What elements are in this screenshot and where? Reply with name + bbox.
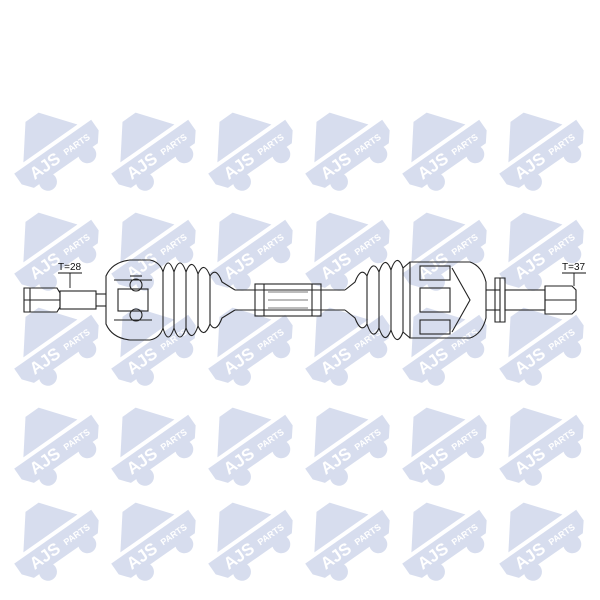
- drive-shaft: [23, 259, 586, 341]
- left-spline-end: [23, 287, 106, 313]
- left-tooth-count-label: T=28: [58, 262, 82, 273]
- right-tooth-count-label: T=37: [562, 262, 586, 273]
- right-tripod-joint: [409, 261, 506, 339]
- left-boot: [162, 262, 236, 338]
- watermark-layer: AJSPARTSAJSPARTSAJSPARTSAJSPARTSAJSPARTS…: [0, 90, 597, 593]
- dimension-lines: [58, 272, 586, 288]
- centre-shaft: [235, 283, 345, 317]
- right-spline-end: [504, 285, 577, 315]
- right-boot: [344, 259, 411, 341]
